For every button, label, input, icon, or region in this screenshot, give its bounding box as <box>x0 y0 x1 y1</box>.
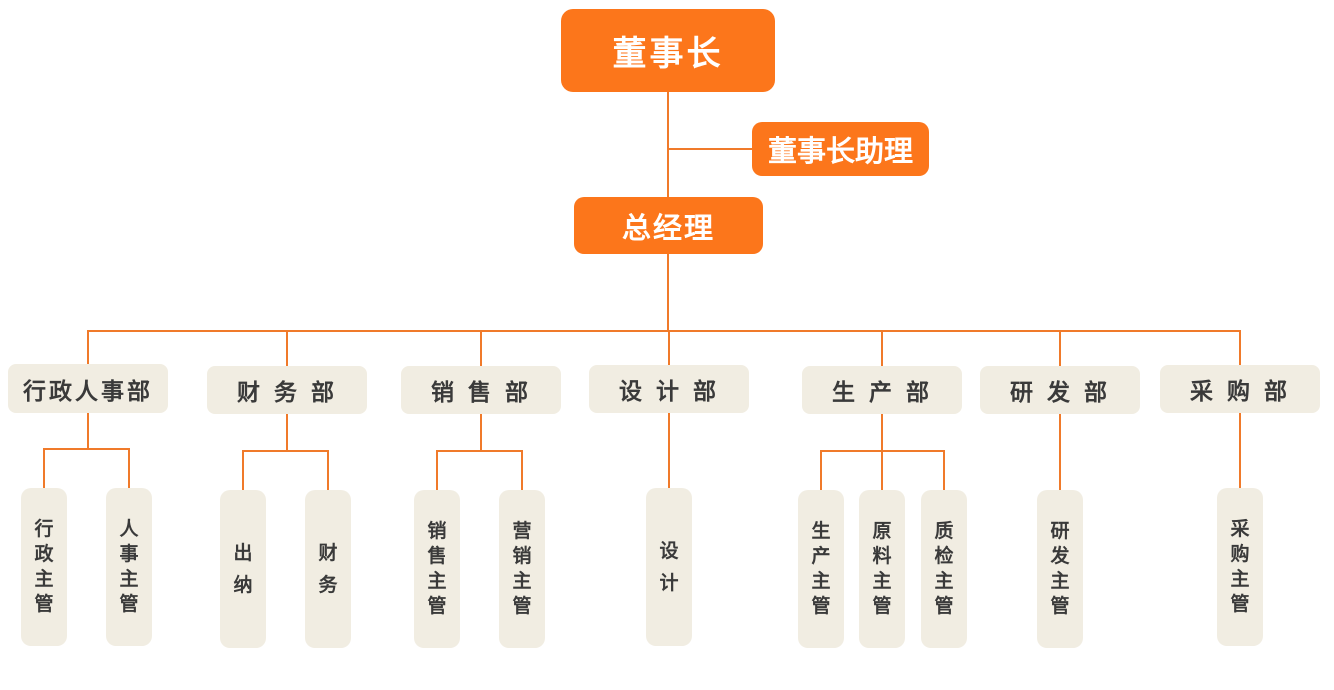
sub-role-label: 财务 <box>318 542 338 596</box>
sub-role-label: 生产主管 <box>811 520 831 617</box>
department-purchasing: 采 购 部 <box>1160 365 1320 413</box>
sub-role-label: 行政主管 <box>34 518 54 615</box>
sub-role-sales-1: 营销主管 <box>499 490 545 648</box>
sub-role-label: 设计 <box>659 540 679 594</box>
department-finance: 财 务 部 <box>207 366 367 414</box>
chairman-label: 董事长 <box>612 34 724 74</box>
sub-role-label: 原料主管 <box>872 520 892 617</box>
chairman-assistant-node: 董事长助理 <box>752 122 929 176</box>
department-label: 销 售 部 <box>430 380 531 406</box>
sub-role-admin-hr-0: 行政主管 <box>21 488 67 646</box>
department-sales: 销 售 部 <box>401 366 561 414</box>
sub-role-production-1: 原料主管 <box>859 490 905 648</box>
sub-role-production-2: 质检主管 <box>921 490 967 648</box>
sub-role-label: 研发主管 <box>1050 520 1070 617</box>
sub-role-production-0: 生产主管 <box>798 490 844 648</box>
chairman-node: 董事长 <box>561 9 775 92</box>
department-rnd: 研 发 部 <box>980 366 1140 414</box>
department-design: 设 计 部 <box>589 365 749 413</box>
sub-role-design-0: 设计 <box>646 488 692 646</box>
department-label: 研 发 部 <box>1009 380 1110 406</box>
sub-role-finance-0: 出纳 <box>220 490 266 648</box>
department-admin-hr: 行政人事部 <box>8 364 168 413</box>
sub-role-finance-1: 财务 <box>305 490 351 648</box>
sub-role-label: 销售主管 <box>427 520 447 617</box>
sub-role-label: 采购主管 <box>1230 518 1250 615</box>
sub-role-label: 营销主管 <box>512 520 532 617</box>
department-label: 行政人事部 <box>23 378 153 405</box>
general-manager-node: 总经理 <box>574 197 763 254</box>
sub-role-sales-0: 销售主管 <box>414 490 460 648</box>
sub-role-purchasing-0: 采购主管 <box>1217 488 1263 646</box>
department-production: 生 产 部 <box>802 366 962 414</box>
chairman-assistant-label: 董事长助理 <box>767 134 913 168</box>
department-label: 生 产 部 <box>831 380 932 406</box>
department-label: 财 务 部 <box>236 380 337 406</box>
sub-role-admin-hr-1: 人事主管 <box>106 488 152 646</box>
department-label: 采 购 部 <box>1189 379 1290 405</box>
sub-role-label: 出纳 <box>233 542 253 596</box>
department-label: 设 计 部 <box>618 379 719 405</box>
general-manager-label: 总经理 <box>621 210 715 245</box>
sub-role-rnd-0: 研发主管 <box>1037 490 1083 648</box>
sub-role-label: 质检主管 <box>934 520 954 617</box>
sub-role-label: 人事主管 <box>119 518 139 615</box>
